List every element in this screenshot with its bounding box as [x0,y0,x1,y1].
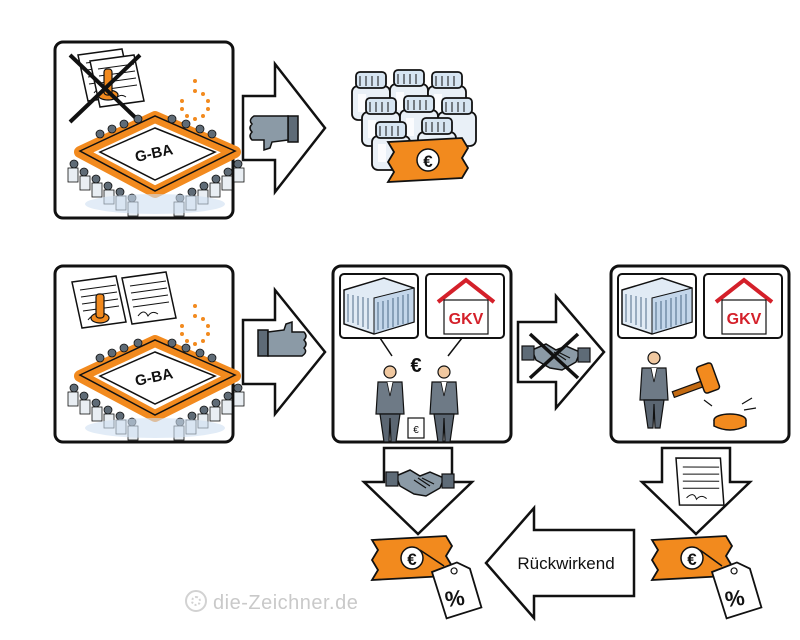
percent-symbol-left: % [443,585,466,612]
panel-gba-approved: G-BA [53,264,244,442]
arrow-down-contract [638,446,754,536]
cross-out-icon [528,332,580,380]
arrow-thumbs-up [241,286,327,418]
panel-negotiation: € € [331,264,513,444]
price-banknote-left: € % [371,535,484,621]
price-banknote-right: € % [651,535,764,621]
arrow-failed-agreement [516,292,606,412]
arrow-down-agreement [360,446,476,536]
signed-document-icon [121,271,177,325]
euro-symbol-bottom-left: € [407,550,417,569]
arrow-retroactive-label: Rückwirkend [517,554,614,573]
panel-gba-rejected: G-BA [53,40,244,218]
watermark: die-Zeichner.de [185,590,358,615]
pharma-building-icon [343,277,415,335]
arrow-thumbs-down [241,60,327,196]
panel-arbitration [609,264,791,444]
document-stamp-icon [77,48,145,108]
contract-document-icon [668,451,732,512]
pharma-building-icon [621,277,693,335]
euro-symbol-negotiation: € [410,355,421,377]
percent-symbol-right: % [723,585,746,612]
document-stamp-icon [71,275,127,329]
money-envelope-icon [407,417,425,439]
watermark-text: die-Zeichner.de [213,592,359,614]
gavel-icon [671,362,757,431]
euro-symbol-envelope: € [413,425,419,436]
euro-symbol-top: € [423,152,433,171]
cross-out-icon [68,53,142,124]
arrow-retroactive: Rückwirkend [484,504,636,622]
watermark-logo-icon [185,590,207,612]
euro-symbol-bottom-right: € [687,550,697,569]
